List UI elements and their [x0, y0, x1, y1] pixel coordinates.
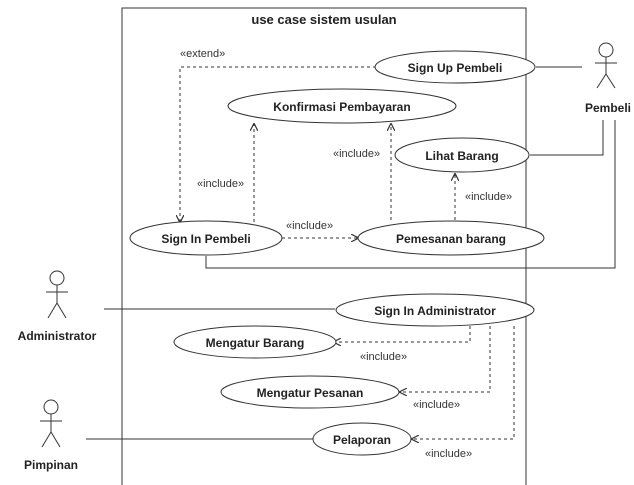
actor-pembeli-icon — [595, 42, 617, 89]
actor-pimpinan-icon — [40, 399, 62, 448]
actor-pembeli-label: Pembeli — [585, 101, 631, 115]
include-label-signin-pemesanan: «include» — [286, 220, 333, 232]
usecase-konfirmasi-pembayaran-label: Konfirmasi Pembayaran — [273, 100, 410, 114]
assoc-pembeli-lihatbarang — [530, 120, 604, 156]
usecase-sign-up-pembeli-label: Sign Up Pembeli — [408, 61, 503, 75]
include-label-pemesanan-lihatbarang: «include» — [465, 191, 512, 203]
usecase-sign-in-pembeli — [129, 220, 283, 256]
include-label-admin-mengaturpesanan: «include» — [413, 399, 460, 411]
usecase-mengatur-barang-label: Mengatur Barang — [206, 336, 305, 350]
actor-administrator-label: Administrator — [18, 329, 97, 343]
include-admin-pelaporan — [412, 326, 515, 439]
usecase-sign-in-administrator-label: Sign In Administrator — [374, 304, 496, 318]
system-title: use case sistem usulan — [251, 12, 396, 27]
associations — [86, 66, 616, 440]
dependencies — [180, 66, 515, 439]
actor-pimpinan-label: Pimpinan — [24, 458, 78, 472]
usecase-sign-up-pembeli — [374, 50, 536, 84]
usecase-pelaporan — [312, 422, 412, 456]
actor-administrator-icon — [46, 270, 68, 319]
usecase-lihat-barang-label: Lihat Barang — [425, 149, 498, 163]
include-admin-mengaturpesanan — [400, 326, 491, 392]
usecase-pelaporan-label: Pelaporan — [333, 433, 391, 447]
include-label-pemesanan-konfirmasi: «include» — [333, 148, 380, 160]
usecase-sign-in-administrator — [335, 293, 535, 327]
usecase-konfirmasi-pembayaran — [227, 88, 457, 124]
include-label-admin-mengaturbarang: «include» — [360, 351, 407, 363]
include-label-signin-konfirmasi: «include» — [197, 178, 244, 190]
usecase-mengatur-pesanan — [220, 375, 400, 409]
usecase-lihat-barang — [394, 137, 530, 173]
assoc-pembeli-signin — [205, 120, 616, 269]
usecase-mengatur-pesanan-label: Mengatur Pesanan — [257, 386, 364, 400]
usecase-pemesanan-barang-label: Pemesanan barang — [396, 232, 506, 246]
extend-label: «extend» — [180, 48, 225, 60]
usecase-mengatur-barang — [173, 325, 337, 359]
usecase-pemesanan-barang — [357, 220, 545, 256]
usecase-sign-in-pembeli-label: Sign In Pembeli — [161, 232, 250, 246]
use-cases — [129, 50, 545, 456]
include-label-admin-pelaporan: «include» — [425, 448, 472, 460]
